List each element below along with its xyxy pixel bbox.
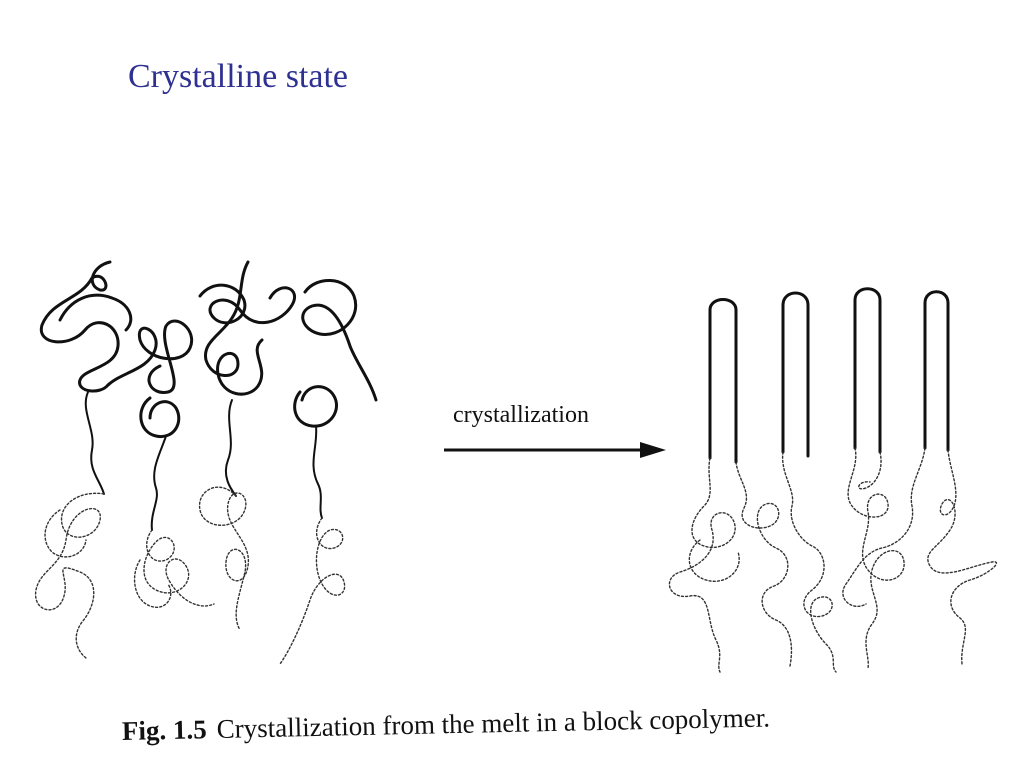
crystallization-arrow xyxy=(444,442,666,458)
melt-connecting-chains xyxy=(84,391,323,531)
slide-title: Crystalline state xyxy=(128,58,349,95)
arrow-label: crystallization xyxy=(453,402,589,428)
crystal-lamellae xyxy=(708,287,950,464)
melt-crystallizable-blocks xyxy=(39,260,378,439)
crystal-amorphous-blocks xyxy=(668,447,998,673)
caption-figure-number: Fig. 1.5 xyxy=(121,714,208,746)
melt-amorphous-blocks xyxy=(35,486,346,665)
